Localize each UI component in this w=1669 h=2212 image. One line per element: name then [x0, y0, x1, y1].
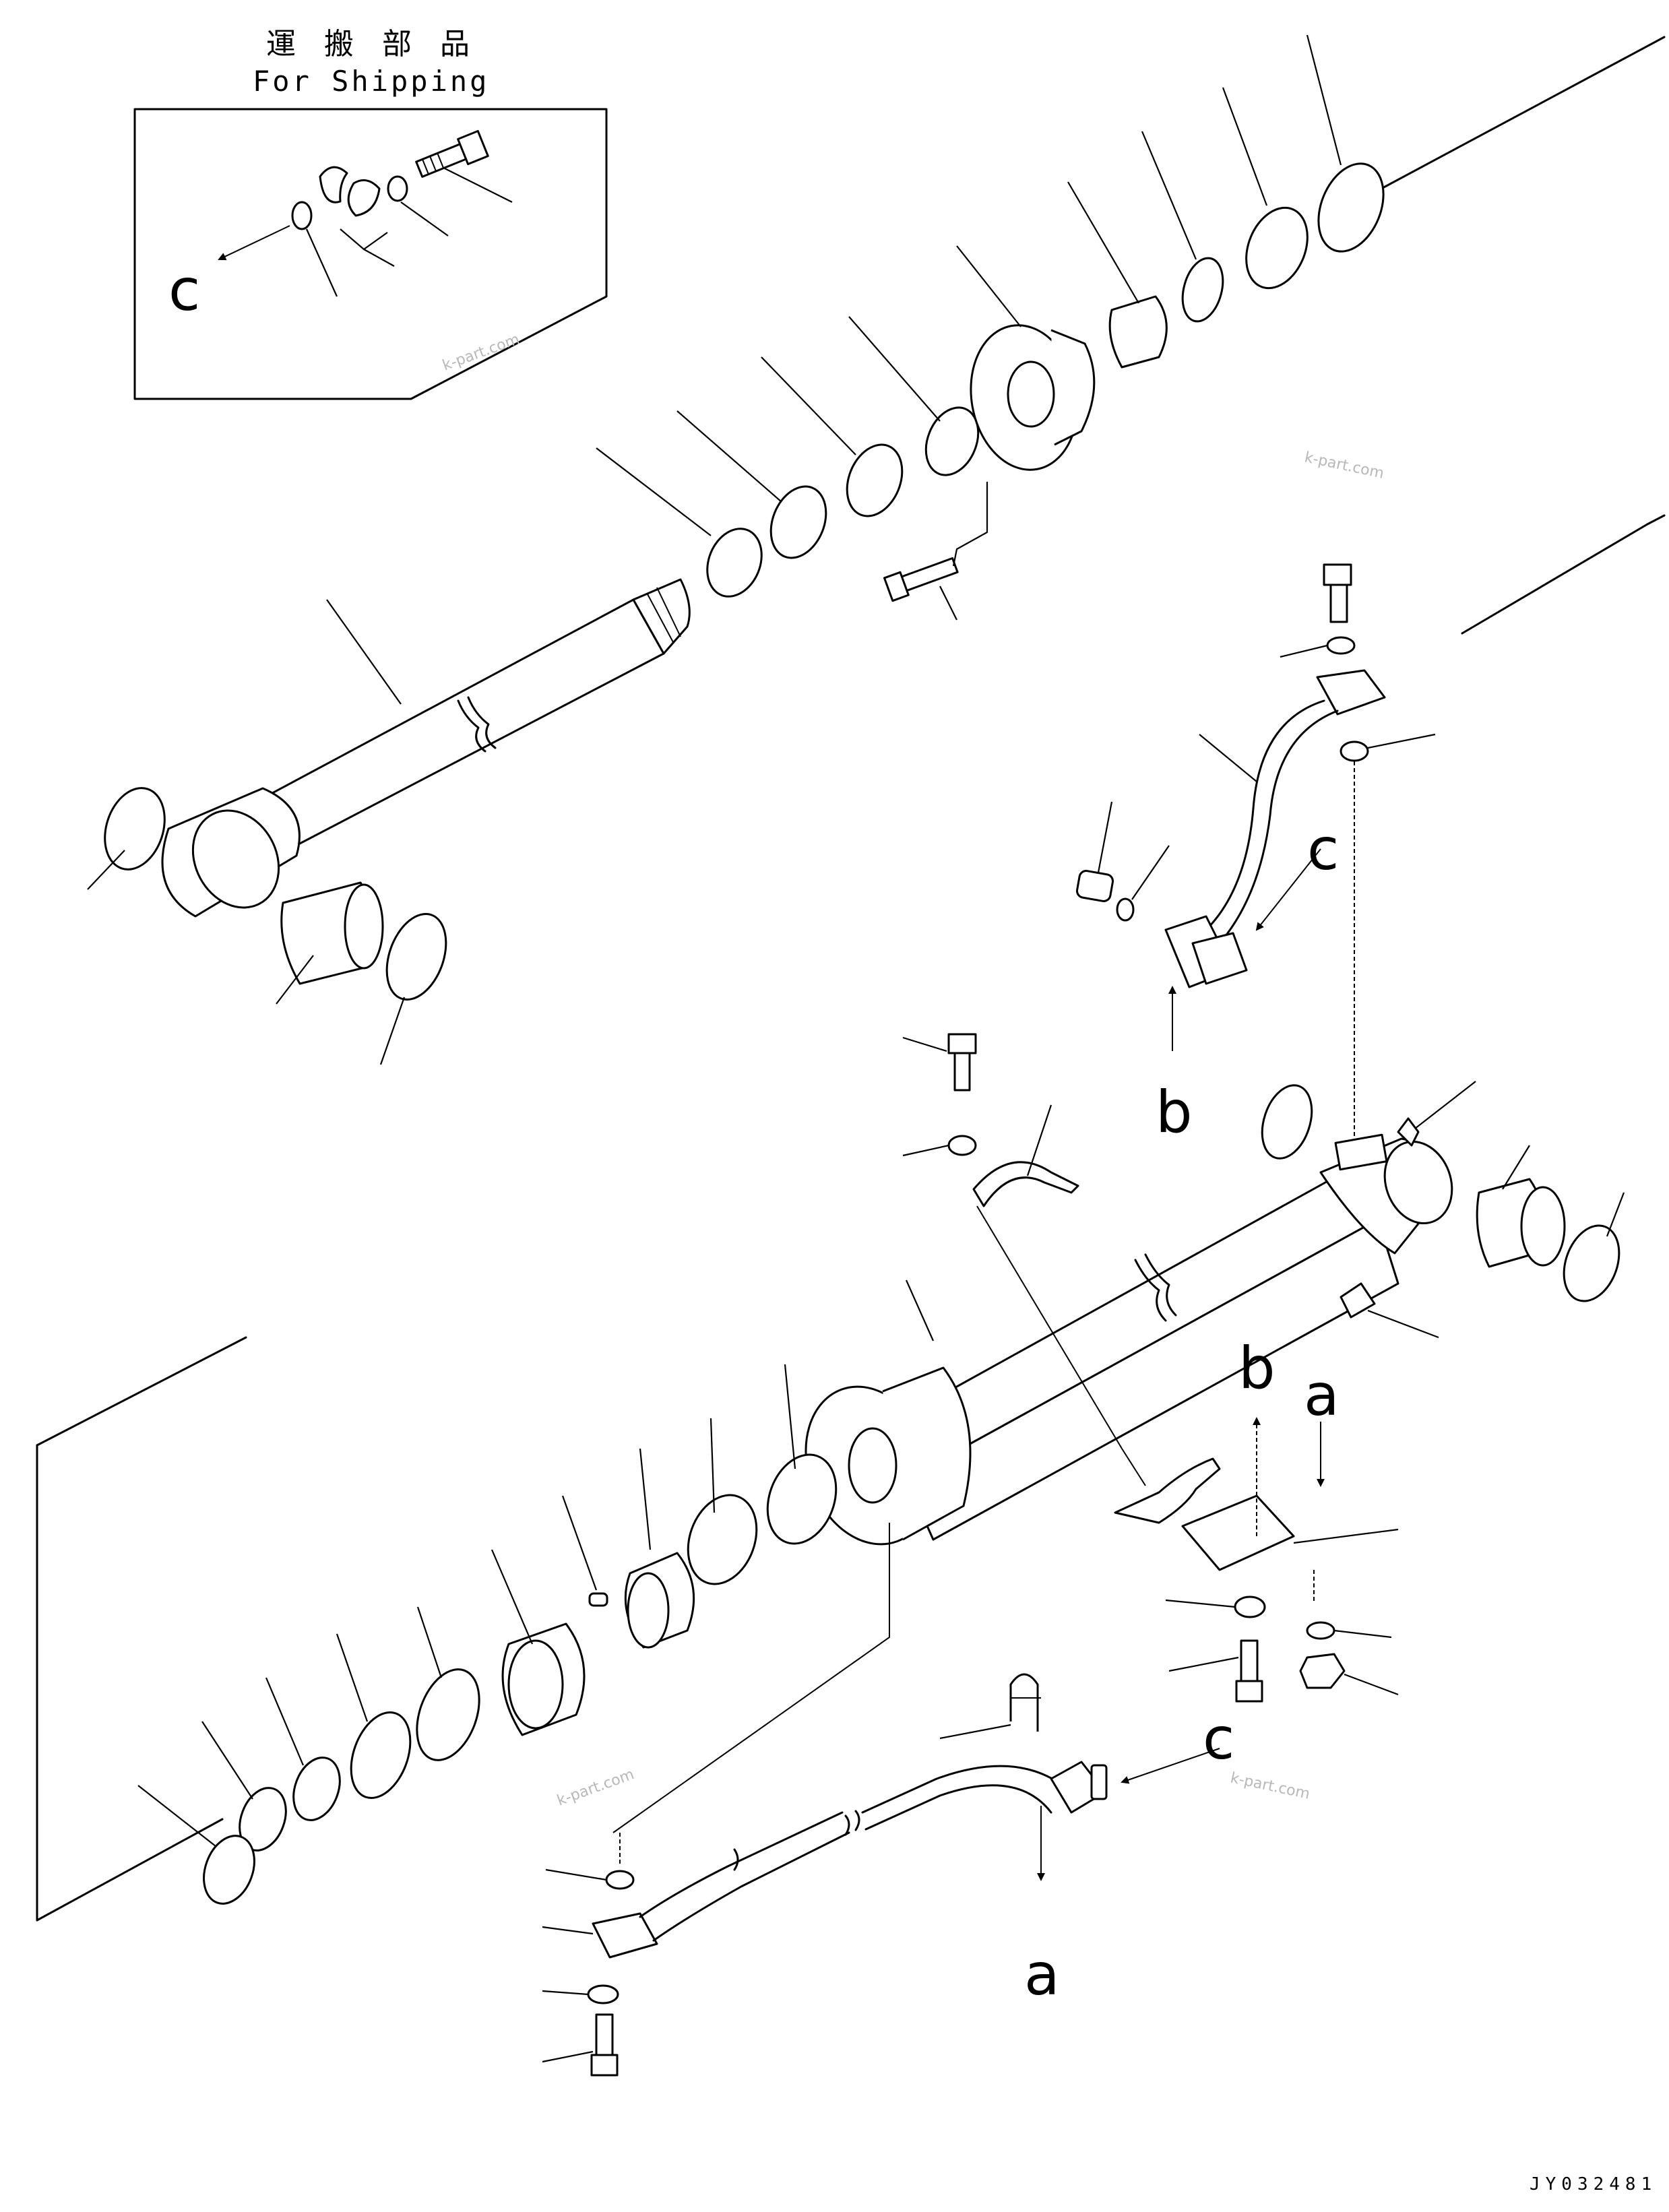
- bracket-nut: [1299, 1653, 1346, 1689]
- piston-ring-1: [416, 1668, 480, 1761]
- piston-seal-ring-1: [766, 1453, 838, 1545]
- cylinder-tube-assembly: [805, 1081, 1625, 1546]
- clamp-bracket-group: b a: [902, 1033, 1399, 1703]
- hose-plug-oring: [1116, 897, 1135, 922]
- label-a-upper: a: [1304, 1362, 1340, 1429]
- piston-ring-5: [203, 1835, 255, 1905]
- seal-ring-1: [706, 528, 763, 598]
- shipping-bolt: [415, 129, 489, 178]
- split-flange-half-a: [319, 166, 348, 203]
- bottom-bushing-face: [1520, 1186, 1566, 1267]
- u-bolt: [1009, 1673, 1039, 1732]
- clamp-washer: [947, 1135, 977, 1156]
- shipping-title-en: For Shipping: [253, 65, 489, 98]
- lower-hose-leader: [612, 1523, 890, 1833]
- piston-rod-assembly: [87, 578, 691, 1065]
- watermark-4: k-part.com: [1229, 1769, 1311, 1802]
- seal-ring-4: [924, 406, 980, 476]
- bracket-bolt: [1235, 1639, 1263, 1703]
- label-c-upper: c: [1307, 816, 1339, 883]
- lower-hose-flange: [592, 1912, 658, 1959]
- rod-eye-seal: [104, 787, 166, 871]
- watermark-1: k-part.com: [441, 331, 522, 374]
- hose-top-flange: [1316, 669, 1386, 716]
- grease-fitting-top: [1397, 1117, 1420, 1147]
- shipping-box-frame: [133, 108, 608, 400]
- frame-line-left-top: [36, 1336, 247, 1447]
- bottom-oring: [1261, 1084, 1313, 1160]
- piston-face: [507, 1639, 564, 1730]
- label-b-lower: b: [1238, 1335, 1276, 1402]
- lower-hose-oring: [605, 1870, 635, 1890]
- head-bolt: [883, 557, 959, 602]
- clamp-bolt: [947, 1033, 977, 1092]
- hose-plug: [1075, 870, 1114, 902]
- tube-head-bore: [848, 1427, 898, 1504]
- frame-line-top: [1380, 36, 1666, 190]
- shipping-washer: [387, 175, 408, 202]
- clamp-lower: [1114, 1457, 1221, 1524]
- piston-rod: [255, 598, 665, 854]
- hose-pipe-inner: [1218, 709, 1339, 945]
- snap-ring: [1181, 257, 1224, 323]
- cylinder-bottom-bore: [1383, 1140, 1453, 1225]
- drawing-code: JY032481: [1530, 2174, 1657, 2194]
- piston-ring-3: [292, 1757, 341, 1821]
- backup-ring: [1245, 206, 1309, 290]
- label-c-lower: c: [1203, 1705, 1234, 1773]
- bracket-washer: [1234, 1595, 1266, 1618]
- frame-line-right: [1461, 523, 1649, 635]
- shipping-title-jp: 運 搬 部 品: [266, 27, 479, 61]
- lower-hose-washer: [587, 1984, 619, 2004]
- lower-hose-pipe-a: [639, 1811, 844, 1918]
- label-a-lower: a: [1024, 1941, 1060, 2009]
- clamp-upper: [972, 1161, 1079, 1207]
- rod-eye-bore: [191, 809, 280, 909]
- shipping-parts-box: 運 搬 部 品 For Shipping c: [133, 27, 608, 400]
- split-flange-half-b: [347, 179, 381, 217]
- hose-pipe-outer: [1205, 699, 1325, 931]
- bracket-washer-2: [1306, 1621, 1335, 1640]
- cylinder-head-body: [1050, 329, 1096, 446]
- tube-head-body: [882, 1366, 972, 1541]
- cylinder-head-group: [596, 34, 1385, 621]
- piston-seal-group: [137, 1364, 838, 1905]
- watermark-3: k-part.com: [555, 1766, 637, 1809]
- set-screw: [588, 1592, 608, 1607]
- rod-bushing-seal: [385, 912, 447, 1001]
- label-b-upper: b: [1156, 1079, 1193, 1146]
- head-oring: [1317, 162, 1385, 253]
- lower-hose-pipe-b: [652, 1831, 850, 1942]
- shipping-oring: [291, 201, 313, 230]
- piston-ring-2: [350, 1711, 412, 1800]
- seal-ring-2: [769, 485, 827, 559]
- piston-seal-ring-2: [687, 1494, 758, 1585]
- hose-elbow-b: [1191, 932, 1248, 985]
- rod-bushing-face: [344, 883, 384, 970]
- wear-ring-face: [627, 1572, 670, 1649]
- bottom-port-flange: [1334, 1133, 1388, 1171]
- lower-hose-bolt: [590, 2013, 619, 2077]
- hose-top-washer: [1326, 636, 1356, 655]
- cylinder-head-bore: [1007, 360, 1055, 428]
- hose-top-oring: [1340, 740, 1369, 762]
- mounting-bracket: [1181, 1494, 1295, 1571]
- bottom-seal: [1563, 1224, 1620, 1302]
- watermark-2: k-part.com: [1303, 449, 1385, 482]
- grease-fitting-bottom: [1340, 1282, 1376, 1319]
- lower-hose-end-flange: [1090, 1764, 1108, 1800]
- seal-ring-3: [846, 443, 904, 517]
- shipping-ref-label: c: [168, 257, 200, 324]
- lower-hose-assembly: c a: [542, 1523, 1234, 2077]
- hose-c-assembly: c b: [1075, 563, 1436, 1169]
- head-bushing: [1108, 295, 1168, 369]
- rod-threaded-end: [632, 578, 691, 655]
- hose-top-bolt: [1323, 563, 1352, 623]
